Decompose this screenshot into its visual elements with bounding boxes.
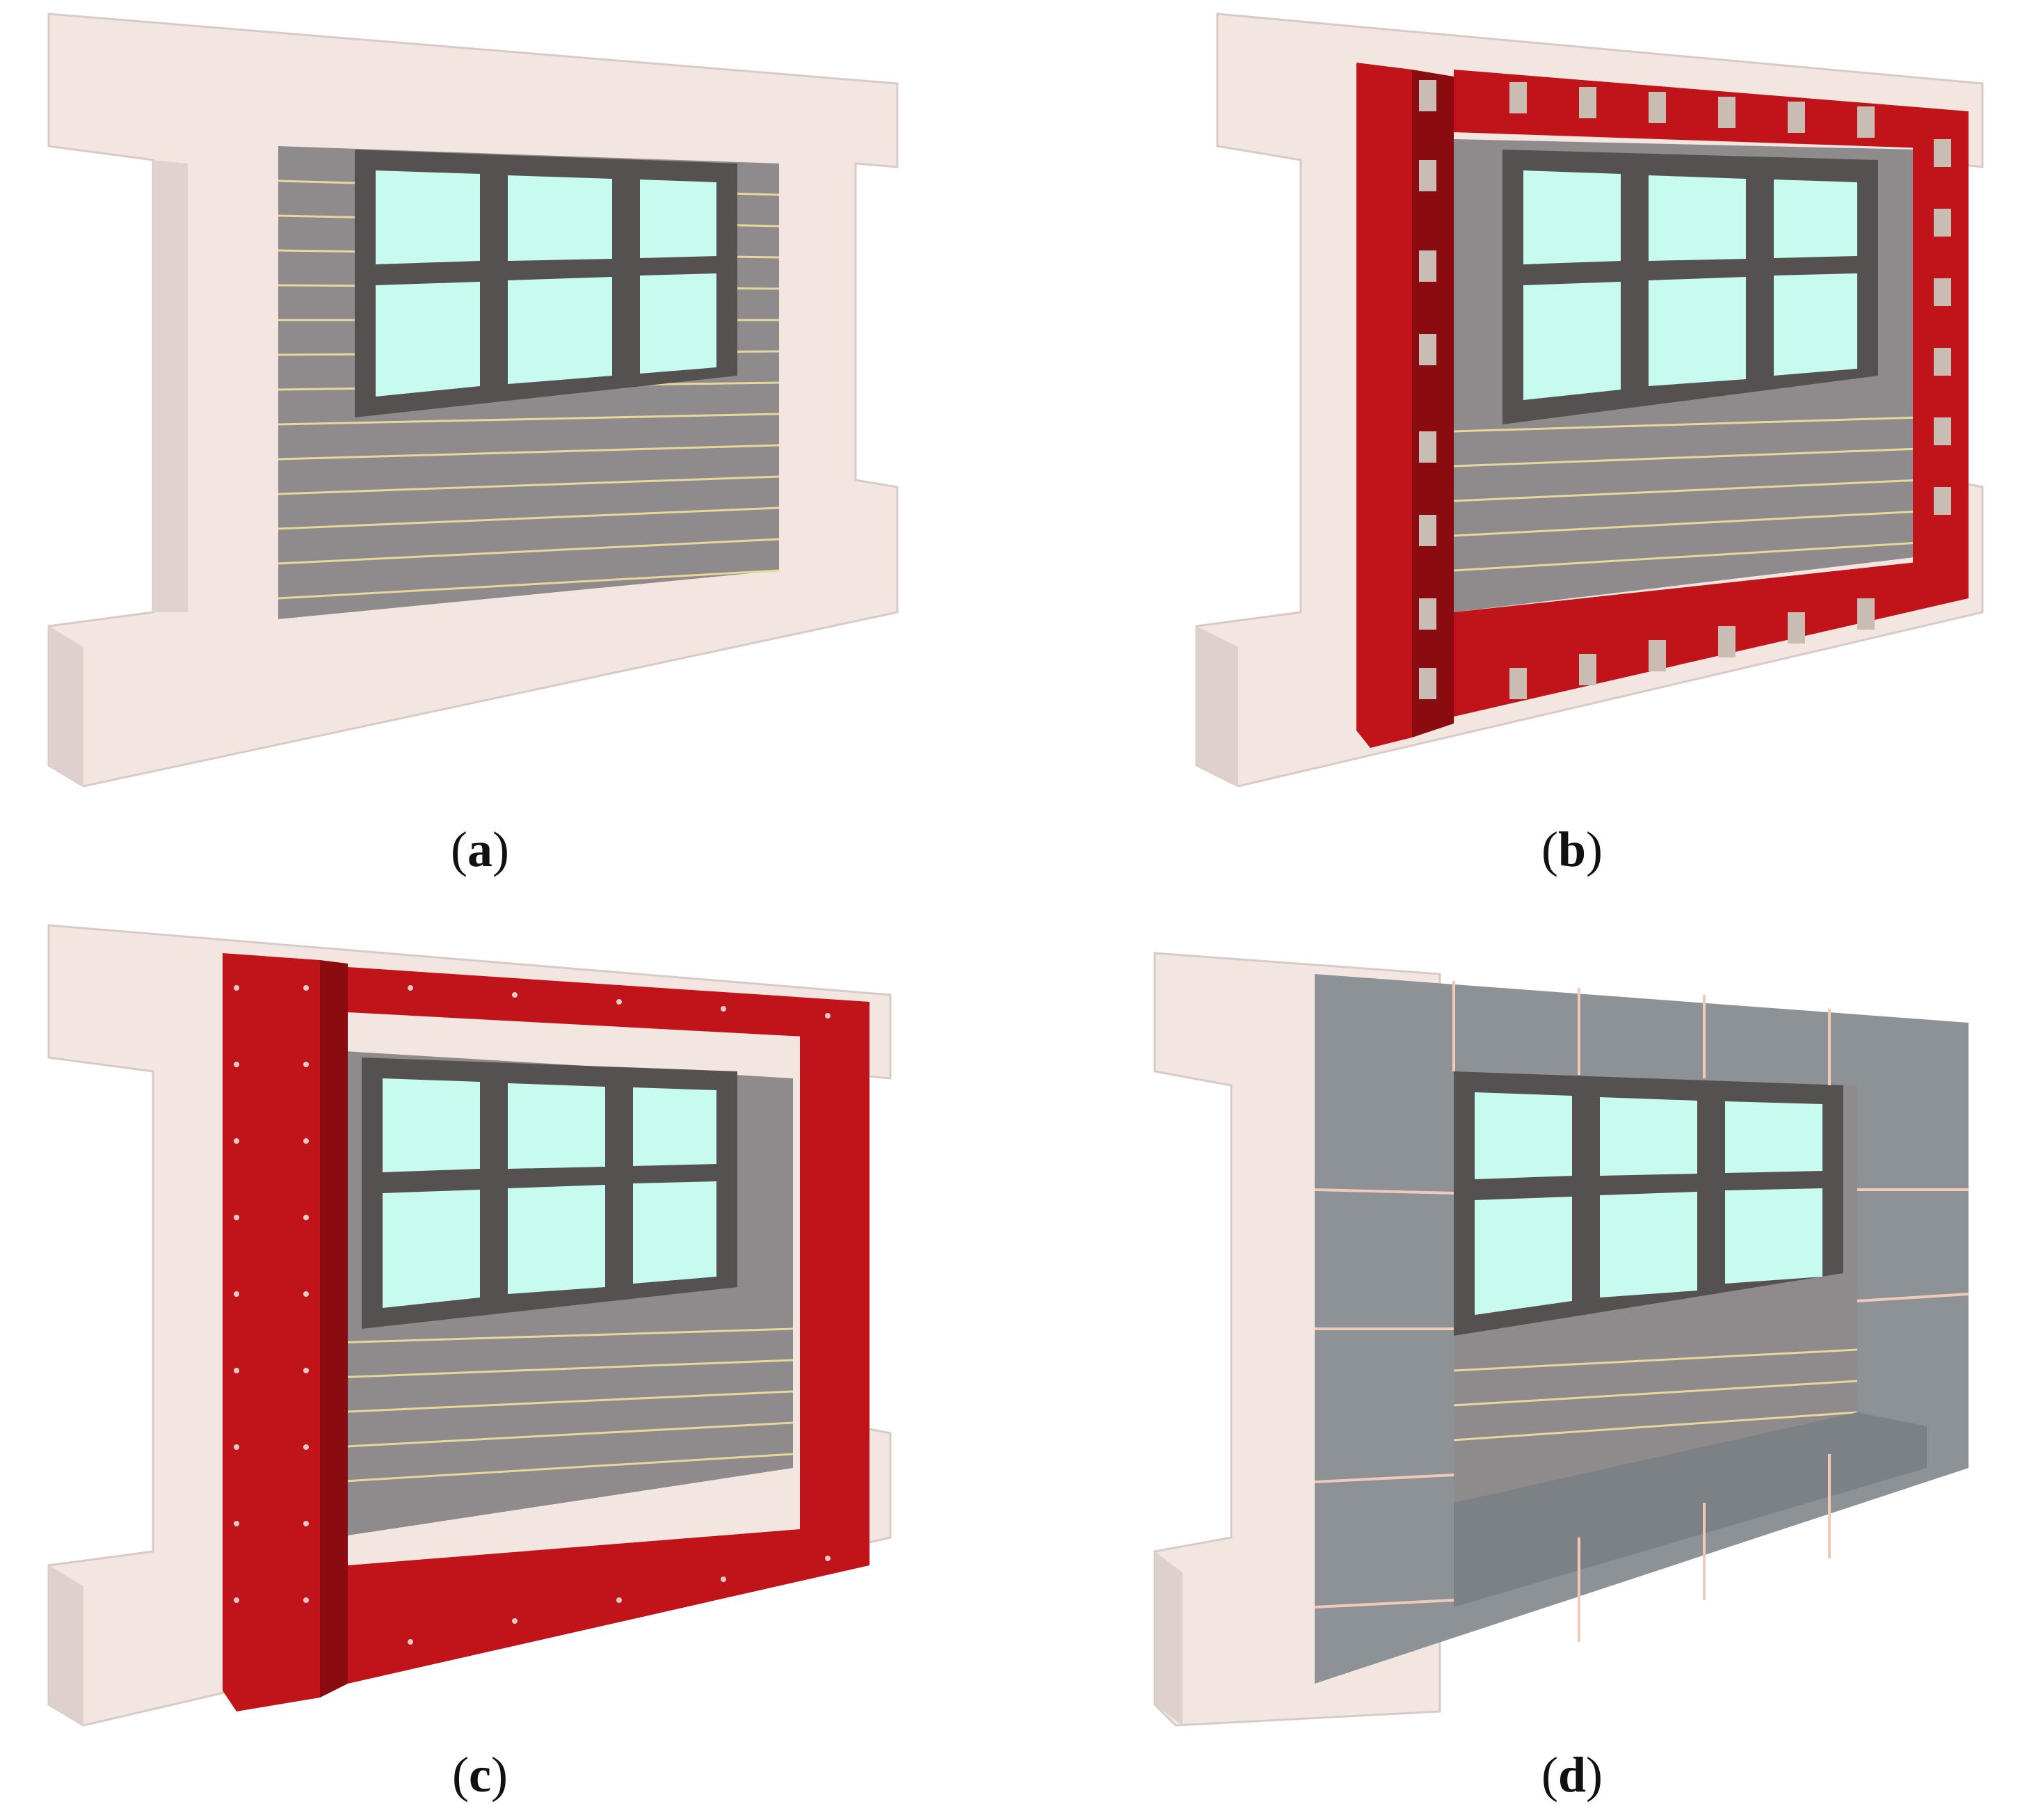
caption-letter: d [1557,1747,1587,1803]
caption-close-paren: ) [1586,822,1603,877]
caption-close-paren: ) [1586,1747,1603,1803]
panel-d: (d) [1023,911,2010,1816]
concrete-lower-shade [1196,626,1238,786]
mortar-lines [333,1327,794,1483]
window-glass [376,170,716,397]
window-glass [1475,1092,1822,1315]
concrete-lower-shade [49,626,83,786]
caption-open-paren: ( [452,1747,470,1803]
caption-open-paren: ( [1541,822,1558,877]
window-glass [383,1078,716,1308]
steel-bolts [234,985,831,1645]
panel-b-illustration [1195,13,1984,788]
caption-close-paren: ) [490,1747,508,1803]
window-glass [1523,170,1857,400]
caption-d: (d) [1468,1746,1676,1804]
mortar-lines [1453,416,1921,572]
caption-c: (c) [376,1746,584,1804]
caption-open-paren: ( [1541,1747,1558,1803]
panel-c-illustration [47,924,892,1727]
panel-b: (b) [1023,0,2010,877]
concrete-side-shade [153,160,188,612]
caption-letter: a [467,822,492,877]
caption-close-paren: ) [492,822,509,877]
caption-b: (b) [1468,821,1676,879]
steel-spacers [1419,80,1951,699]
caption-open-paren: ( [451,822,467,877]
concrete-lower-shade [49,1565,83,1725]
stone-joints [1314,981,1969,1642]
concrete-lower-shade [1155,1551,1183,1725]
panel-a: (a) [28,0,932,877]
stone-sill [1454,1412,1927,1607]
caption-letter: b [1557,822,1587,877]
steel-frame [223,953,869,1711]
panel-c: (c) [28,911,932,1816]
caption-a: (a) [376,821,584,879]
panel-d-illustration [1153,952,1969,1727]
mortar-lines [1453,1348,1858,1442]
panel-a-illustration [47,13,899,788]
caption-letter: c [469,1747,491,1803]
